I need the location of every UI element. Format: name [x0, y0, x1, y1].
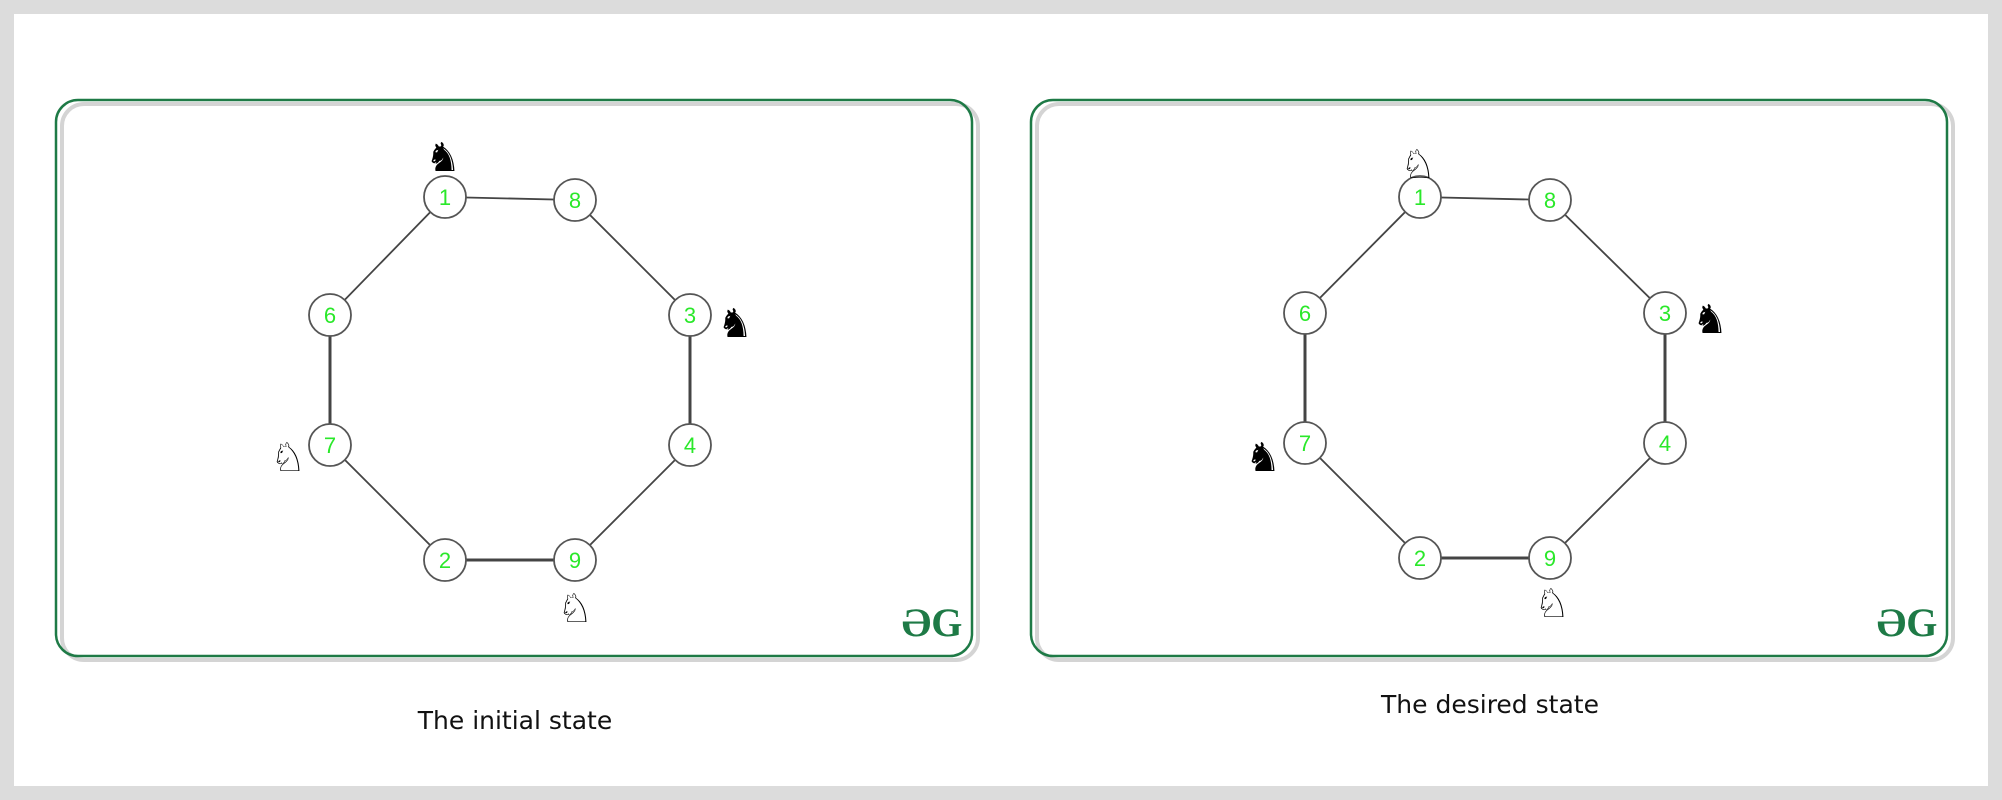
- panel-caption: The desired state: [1380, 690, 1599, 719]
- node-label-1: 1: [439, 185, 451, 210]
- node-label-8: 8: [569, 188, 581, 213]
- panel-frame: [54, 98, 974, 658]
- node-circle-9: [1528, 536, 1572, 580]
- node-circle-4: [1643, 421, 1687, 465]
- node-label-6: 6: [324, 303, 336, 328]
- edge-6-1: [1304, 196, 1421, 314]
- edge-2-7: [329, 444, 446, 561]
- panel-frame-shadow: [1035, 102, 1955, 662]
- panel-frame: [1029, 98, 1949, 658]
- node-label-9: 9: [1544, 546, 1556, 571]
- node-circle-2: [423, 538, 467, 582]
- black-knight-icon: ♞: [1245, 435, 1281, 481]
- node-circle-1: [1398, 175, 1442, 219]
- black-knight-icon: ♞: [1692, 297, 1728, 343]
- node-label-6: 6: [1299, 301, 1311, 326]
- node-circle-1: [423, 175, 467, 219]
- node-circle-8: [1528, 178, 1572, 222]
- node-circle-7: [308, 423, 352, 467]
- node-circle-6: [1283, 291, 1327, 335]
- node-label-2: 2: [1414, 546, 1426, 571]
- white-knight-icon: ♘: [270, 435, 306, 481]
- panel-caption: The initial state: [417, 706, 612, 735]
- white-knight-icon: ♘: [557, 586, 593, 632]
- black-knight-icon: ♞: [717, 301, 753, 347]
- node-circle-7: [1283, 421, 1327, 465]
- panel-initial: 1 8 3 4 9 2 7 6 ♞ ♞ ♘ ♘ ƏG The initial state: [54, 98, 980, 735]
- graph: 1 8 3 4 9 2 7 6 ♘ ♞ ♞ ♘: [1245, 142, 1728, 627]
- node-circle-9: [553, 538, 597, 582]
- page-background: [14, 14, 1988, 786]
- node-label-7: 7: [1299, 431, 1311, 456]
- node-label-4: 4: [684, 433, 696, 458]
- edge-8-3: [1549, 199, 1666, 314]
- edge-2-7: [1304, 442, 1421, 559]
- edge-8-3: [574, 199, 691, 316]
- panel-desired: 1 8 3 4 9 2 7 6 ♘ ♞ ♞ ♘ ƏG The desired state: [1029, 98, 1955, 719]
- node-label-4: 4: [1659, 431, 1671, 456]
- edge-6-1: [329, 196, 446, 316]
- node-label-8: 8: [1544, 188, 1556, 213]
- node-label-3: 3: [684, 303, 696, 328]
- node-circle-2: [1398, 536, 1442, 580]
- node-circle-4: [668, 423, 712, 467]
- node-label-2: 2: [439, 548, 451, 573]
- node-circle-6: [308, 293, 352, 337]
- node-label-3: 3: [1659, 301, 1671, 326]
- node-label-7: 7: [324, 433, 336, 458]
- panel-frame-shadow: [60, 102, 980, 662]
- node-circle-3: [668, 293, 712, 337]
- edge-4-9: [574, 444, 691, 561]
- white-knight-icon: ♘: [1400, 142, 1436, 188]
- black-knight-icon: ♞: [425, 135, 461, 181]
- white-knight-icon: ♘: [1534, 581, 1570, 627]
- edge-4-9: [1549, 442, 1666, 559]
- node-label-1: 1: [1414, 185, 1426, 210]
- graph: 1 8 3 4 9 2 7 6 ♞ ♞ ♘ ♘: [270, 135, 753, 632]
- node-circle-3: [1643, 291, 1687, 335]
- node-circle-8: [553, 178, 597, 222]
- gfg-logo: ƏG: [1877, 600, 1938, 645]
- gfg-logo: ƏG: [902, 600, 963, 645]
- node-label-9: 9: [569, 548, 581, 573]
